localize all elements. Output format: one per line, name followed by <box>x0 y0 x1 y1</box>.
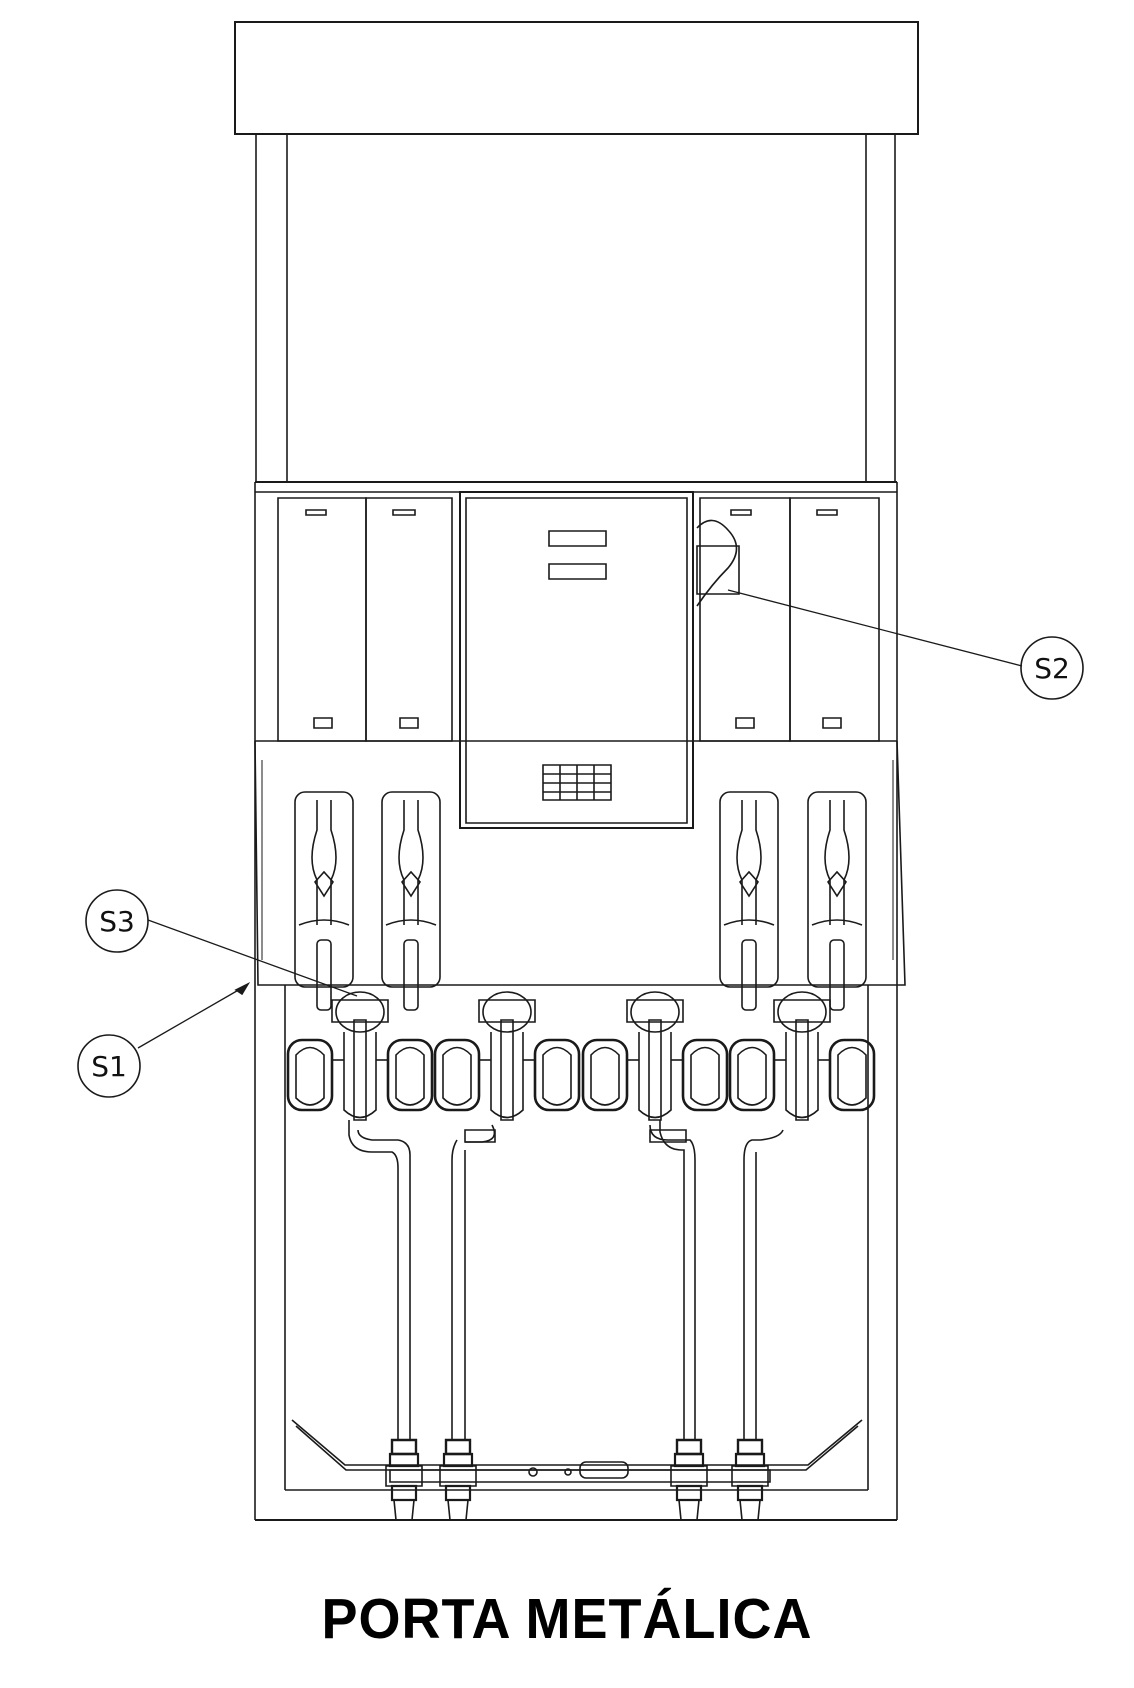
hose-coupling-1 <box>386 1440 422 1520</box>
nozzle-housing <box>255 741 905 985</box>
hose-coupling-3 <box>671 1440 707 1520</box>
left-display-panels <box>278 498 452 741</box>
nozzle-holster-3 <box>720 792 778 1010</box>
callout-s3: S3 <box>86 890 357 996</box>
nozzle-holsters <box>295 792 866 1010</box>
callout-s3-bubble <box>86 890 148 952</box>
callout-s2-bubble <box>1021 637 1083 699</box>
callout-s3-label: S3 <box>99 905 135 938</box>
hose-coupling-2 <box>440 1440 476 1520</box>
central-display-cabinet <box>460 492 693 828</box>
meter-assembly-4 <box>730 992 874 1120</box>
callout-s1-bubble <box>78 1035 140 1097</box>
canopy-header <box>235 22 918 134</box>
card-reader <box>697 520 739 606</box>
supply-pipes <box>349 1120 783 1440</box>
drawing-caption: PORTA METÁLICA <box>321 1587 813 1651</box>
callout-s2-label: S2 <box>1034 652 1070 685</box>
callout-s2: S2 <box>728 590 1083 699</box>
display-window-bottom <box>549 564 606 579</box>
base-tray <box>292 1420 862 1482</box>
nozzle-holster-2 <box>382 792 440 1010</box>
display-window-top <box>549 531 606 546</box>
hose-coupling-4 <box>732 1440 768 1520</box>
right-display-panels <box>700 498 879 741</box>
meter-assemblies <box>288 992 874 1120</box>
nozzle-holster-4 <box>808 792 866 1010</box>
nozzle-holster-1 <box>295 792 353 1010</box>
meter-assembly-1 <box>288 992 432 1120</box>
meter-assembly-3 <box>583 992 727 1120</box>
hose-couplings <box>386 1440 768 1520</box>
callout-s1: S1 <box>78 984 248 1097</box>
meter-assembly-2 <box>435 992 579 1120</box>
callout-s1-label: S1 <box>91 1050 127 1083</box>
